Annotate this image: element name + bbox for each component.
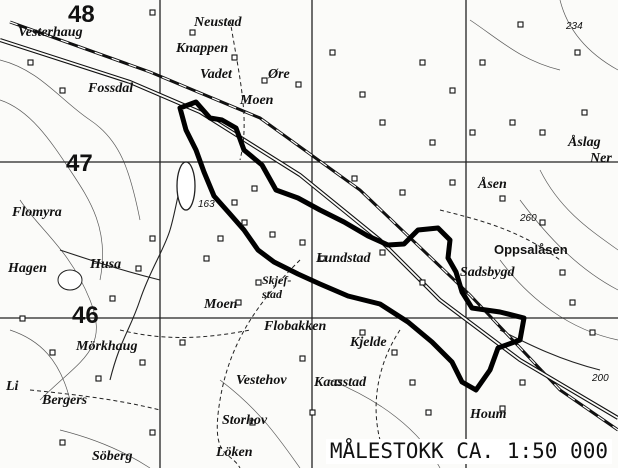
- place-moen-top: Moen: [240, 93, 274, 108]
- elevation-200: 200: [592, 373, 609, 384]
- place-vadet: Vadet: [200, 67, 232, 82]
- place-hagen: Hagen: [8, 261, 47, 276]
- place-ore: Øre: [268, 67, 290, 82]
- place-li: Li: [6, 379, 19, 394]
- place-kaasstad: Kaasstad: [314, 375, 367, 390]
- small-lake: [57, 269, 83, 291]
- highlighted-area-boundary: [177, 99, 527, 393]
- place-houm: Houm: [470, 407, 507, 422]
- buildings: [19, 9, 596, 446]
- pond: [176, 161, 196, 211]
- place-lundstad: Lundstad: [316, 251, 371, 266]
- elevation-234: 234: [566, 21, 583, 32]
- place-bergers: Bergers: [42, 393, 88, 408]
- place-vesterhaug: Vesterhaug: [18, 25, 83, 40]
- place-soberg: Söberg: [92, 449, 133, 464]
- place-moen-mid: Moen: [204, 297, 238, 312]
- elevation-260: 260: [520, 213, 537, 224]
- place-fossdal: Fossdal: [88, 81, 134, 96]
- place-flomyra: Flomyra: [12, 205, 62, 220]
- place-loken: Löken: [216, 445, 253, 460]
- grid-label-47: 47: [66, 150, 93, 177]
- place-vestehov: Vestehov: [236, 373, 287, 388]
- grid-label-46: 46: [72, 302, 99, 329]
- map-scale-label: MÅLESTOKK CA. 1:50 000: [325, 439, 612, 464]
- grid-label-48: 48: [68, 1, 95, 28]
- place-kjelde: Kjelde: [350, 335, 387, 350]
- place-sadsbygd: Sadsbygd: [460, 265, 515, 280]
- place-oppsalasen: Oppsalåsen: [494, 242, 568, 257]
- place-aslag: Åslag: [568, 135, 601, 150]
- place-neustad: Neustad: [194, 15, 242, 30]
- elevation-163: 163: [198, 199, 215, 210]
- place-knappen: Knappen: [176, 41, 229, 56]
- place-ner: Ner: [590, 151, 612, 166]
- place-husa: Husa: [90, 257, 122, 272]
- main-road: [0, 38, 618, 420]
- place-skjefstad: Skjef- stad: [262, 273, 292, 301]
- railway: [9, 20, 618, 432]
- place-asen: Åsen: [478, 177, 507, 192]
- place-storhov: Storhov: [222, 413, 268, 428]
- place-morkhaug: Mörkhaug: [76, 339, 138, 354]
- place-flobakken: Flobakken: [264, 319, 327, 334]
